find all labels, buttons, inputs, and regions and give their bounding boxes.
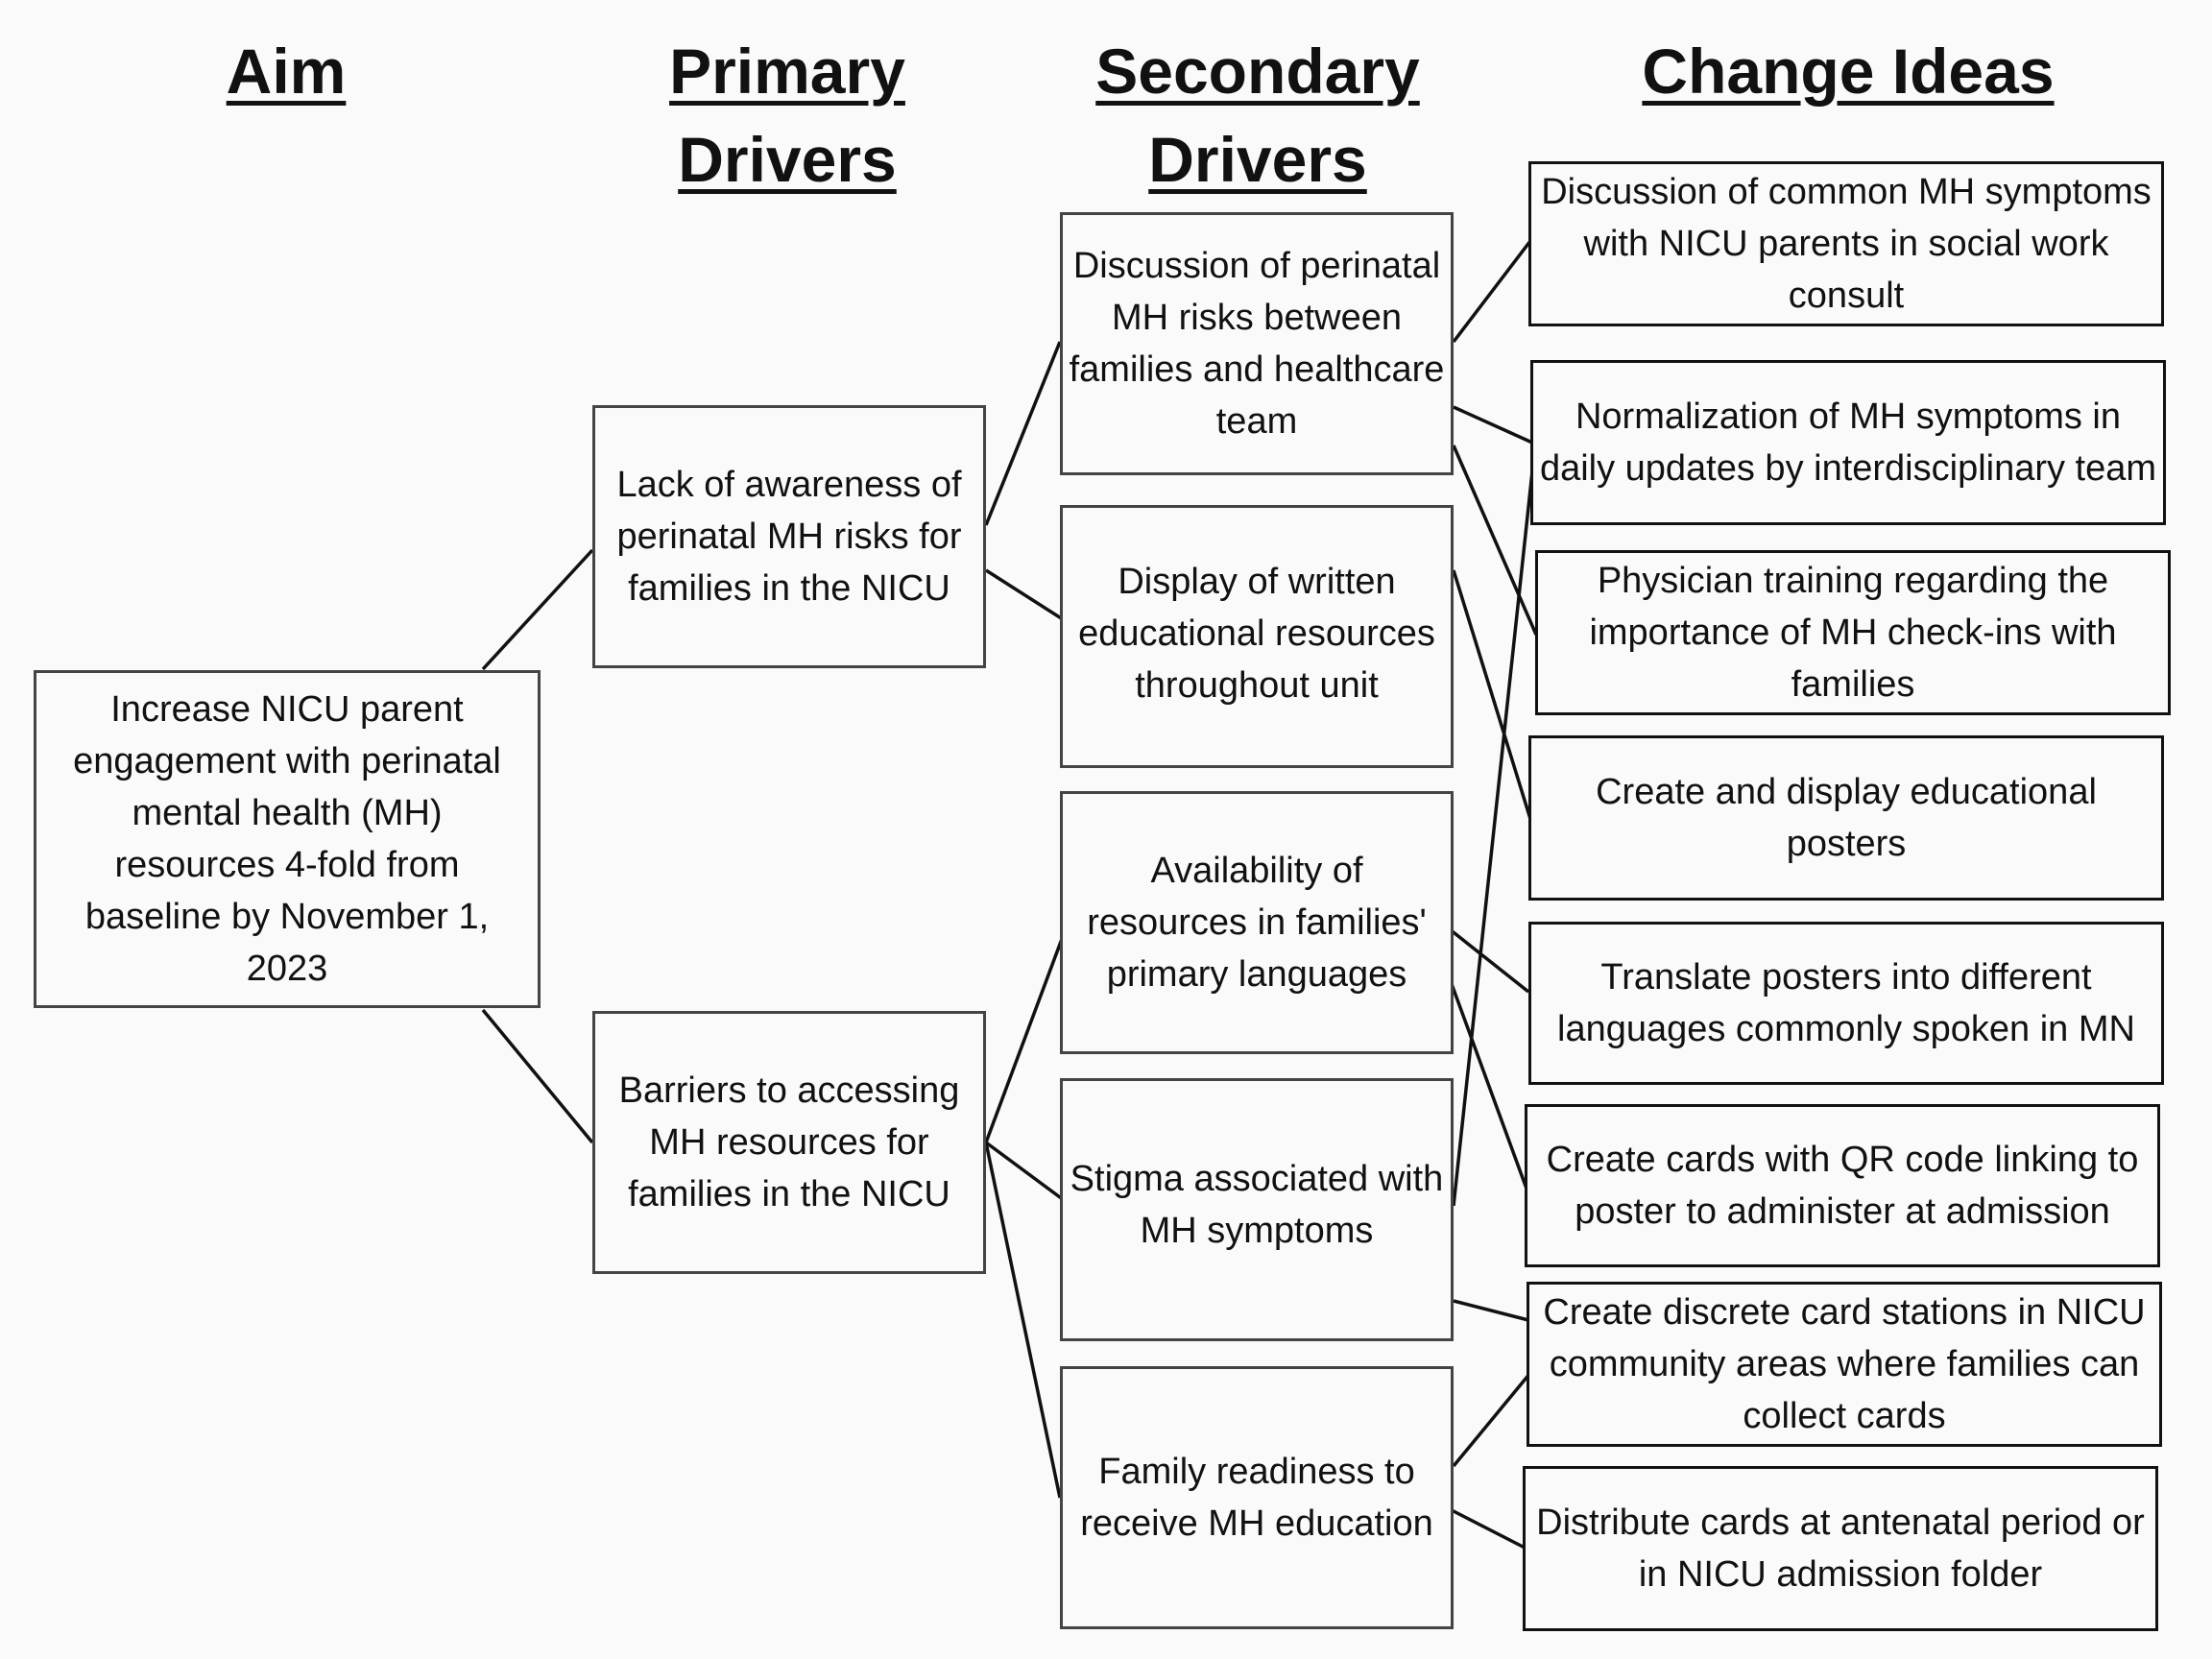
change-idea-text: Translate posters into different languag…: [1557, 957, 2135, 1049]
change-idea-text: Physician training regarding the importa…: [1589, 561, 2117, 705]
change-idea-text: Distribute cards at antenatal period or …: [1536, 1503, 2145, 1595]
link-secondary-1-change-1: [1452, 239, 1532, 344]
change-idea-text: Create discrete card stations in NICU co…: [1543, 1292, 2146, 1436]
header-primary-drivers: Primary Drivers: [669, 36, 905, 195]
secondary-driver-box: Family readiness to receive MH education: [1060, 1366, 1454, 1629]
link-secondary-2-change-4: [1452, 569, 1532, 820]
secondary-driver-text: Discussion of perinatal MH risks between…: [1069, 246, 1445, 442]
link-primary-1-secondary-1: [984, 341, 1062, 526]
header-secondary-drivers: Secondary Drivers: [1095, 36, 1420, 195]
change-idea-box: Create and display educational posters: [1528, 735, 2164, 901]
change-idea-text: Create and display educational posters: [1596, 772, 2097, 864]
change-idea-box: Create discrete card stations in NICU co…: [1527, 1282, 2162, 1447]
link-secondary-1-change-2: [1453, 405, 1533, 445]
secondary-driver-box: Display of written educational resources…: [1060, 505, 1454, 768]
link-secondary-1-change-3: [1452, 445, 1538, 636]
link-secondary-3-change-6: [1446, 973, 1528, 1190]
secondary-driver-text: Family readiness to receive MH education: [1080, 1452, 1433, 1544]
change-idea-box: Physician training regarding the importa…: [1535, 550, 2171, 715]
secondary-driver-box: Stigma associated with MH symptoms: [1060, 1078, 1454, 1341]
primary-driver-text: Lack of awareness of perinatal MH risks …: [616, 465, 962, 609]
header-change-ideas: Change Ideas: [1642, 36, 2055, 107]
link-secondary-4-change-7: [1453, 1299, 1529, 1322]
primary-driver-box: Lack of awareness of perinatal MH risks …: [592, 405, 986, 668]
change-idea-box: Discussion of common MH symptoms with NI…: [1528, 161, 2164, 326]
link-primary-2-secondary-4: [984, 1141, 1066, 1202]
link-secondary-4-change-2: [1452, 470, 1534, 1207]
aim-box: Increase NICU parent engagement with per…: [34, 670, 541, 1008]
change-idea-text: Discussion of common MH symptoms with NI…: [1541, 172, 2152, 316]
secondary-driver-text: Display of written educational resources…: [1078, 562, 1435, 706]
link-aim-primary-1: [481, 548, 594, 671]
link-aim-primary-2: [481, 1008, 594, 1144]
aim-text: Increase NICU parent engagement with per…: [73, 689, 501, 989]
change-idea-box: Distribute cards at antenatal period or …: [1523, 1466, 2158, 1631]
secondary-driver-box: Availability of resources in families' p…: [1060, 791, 1454, 1054]
secondary-driver-box: Discussion of perinatal MH risks between…: [1060, 212, 1454, 475]
secondary-driver-text: Stigma associated with MH symptoms: [1070, 1159, 1444, 1251]
header-aim: Aim: [226, 36, 347, 107]
primary-driver-text: Barriers to accessing MH resources for f…: [618, 1070, 960, 1214]
change-idea-box: Normalization of MH symptoms in daily up…: [1530, 360, 2166, 525]
link-primary-2-secondary-5: [984, 1142, 1062, 1499]
link-secondary-3-change-5: [1448, 927, 1530, 994]
change-idea-text: Create cards with QR code linking to pos…: [1546, 1140, 2139, 1232]
link-primary-2-secondary-3: [984, 938, 1064, 1143]
primary-driver-box: Barriers to accessing MH resources for f…: [592, 1011, 986, 1274]
link-secondary-5-change-7: [1452, 1371, 1532, 1468]
link-primary-1-secondary-2: [985, 568, 1067, 623]
change-idea-text: Normalization of MH symptoms in daily up…: [1539, 397, 2157, 489]
change-idea-box: Translate posters into different languag…: [1528, 922, 2164, 1085]
change-idea-box: Create cards with QR code linking to pos…: [1525, 1104, 2160, 1267]
link-secondary-5-change-8: [1449, 1507, 1527, 1551]
secondary-driver-text: Availability of resources in families' p…: [1087, 851, 1427, 995]
